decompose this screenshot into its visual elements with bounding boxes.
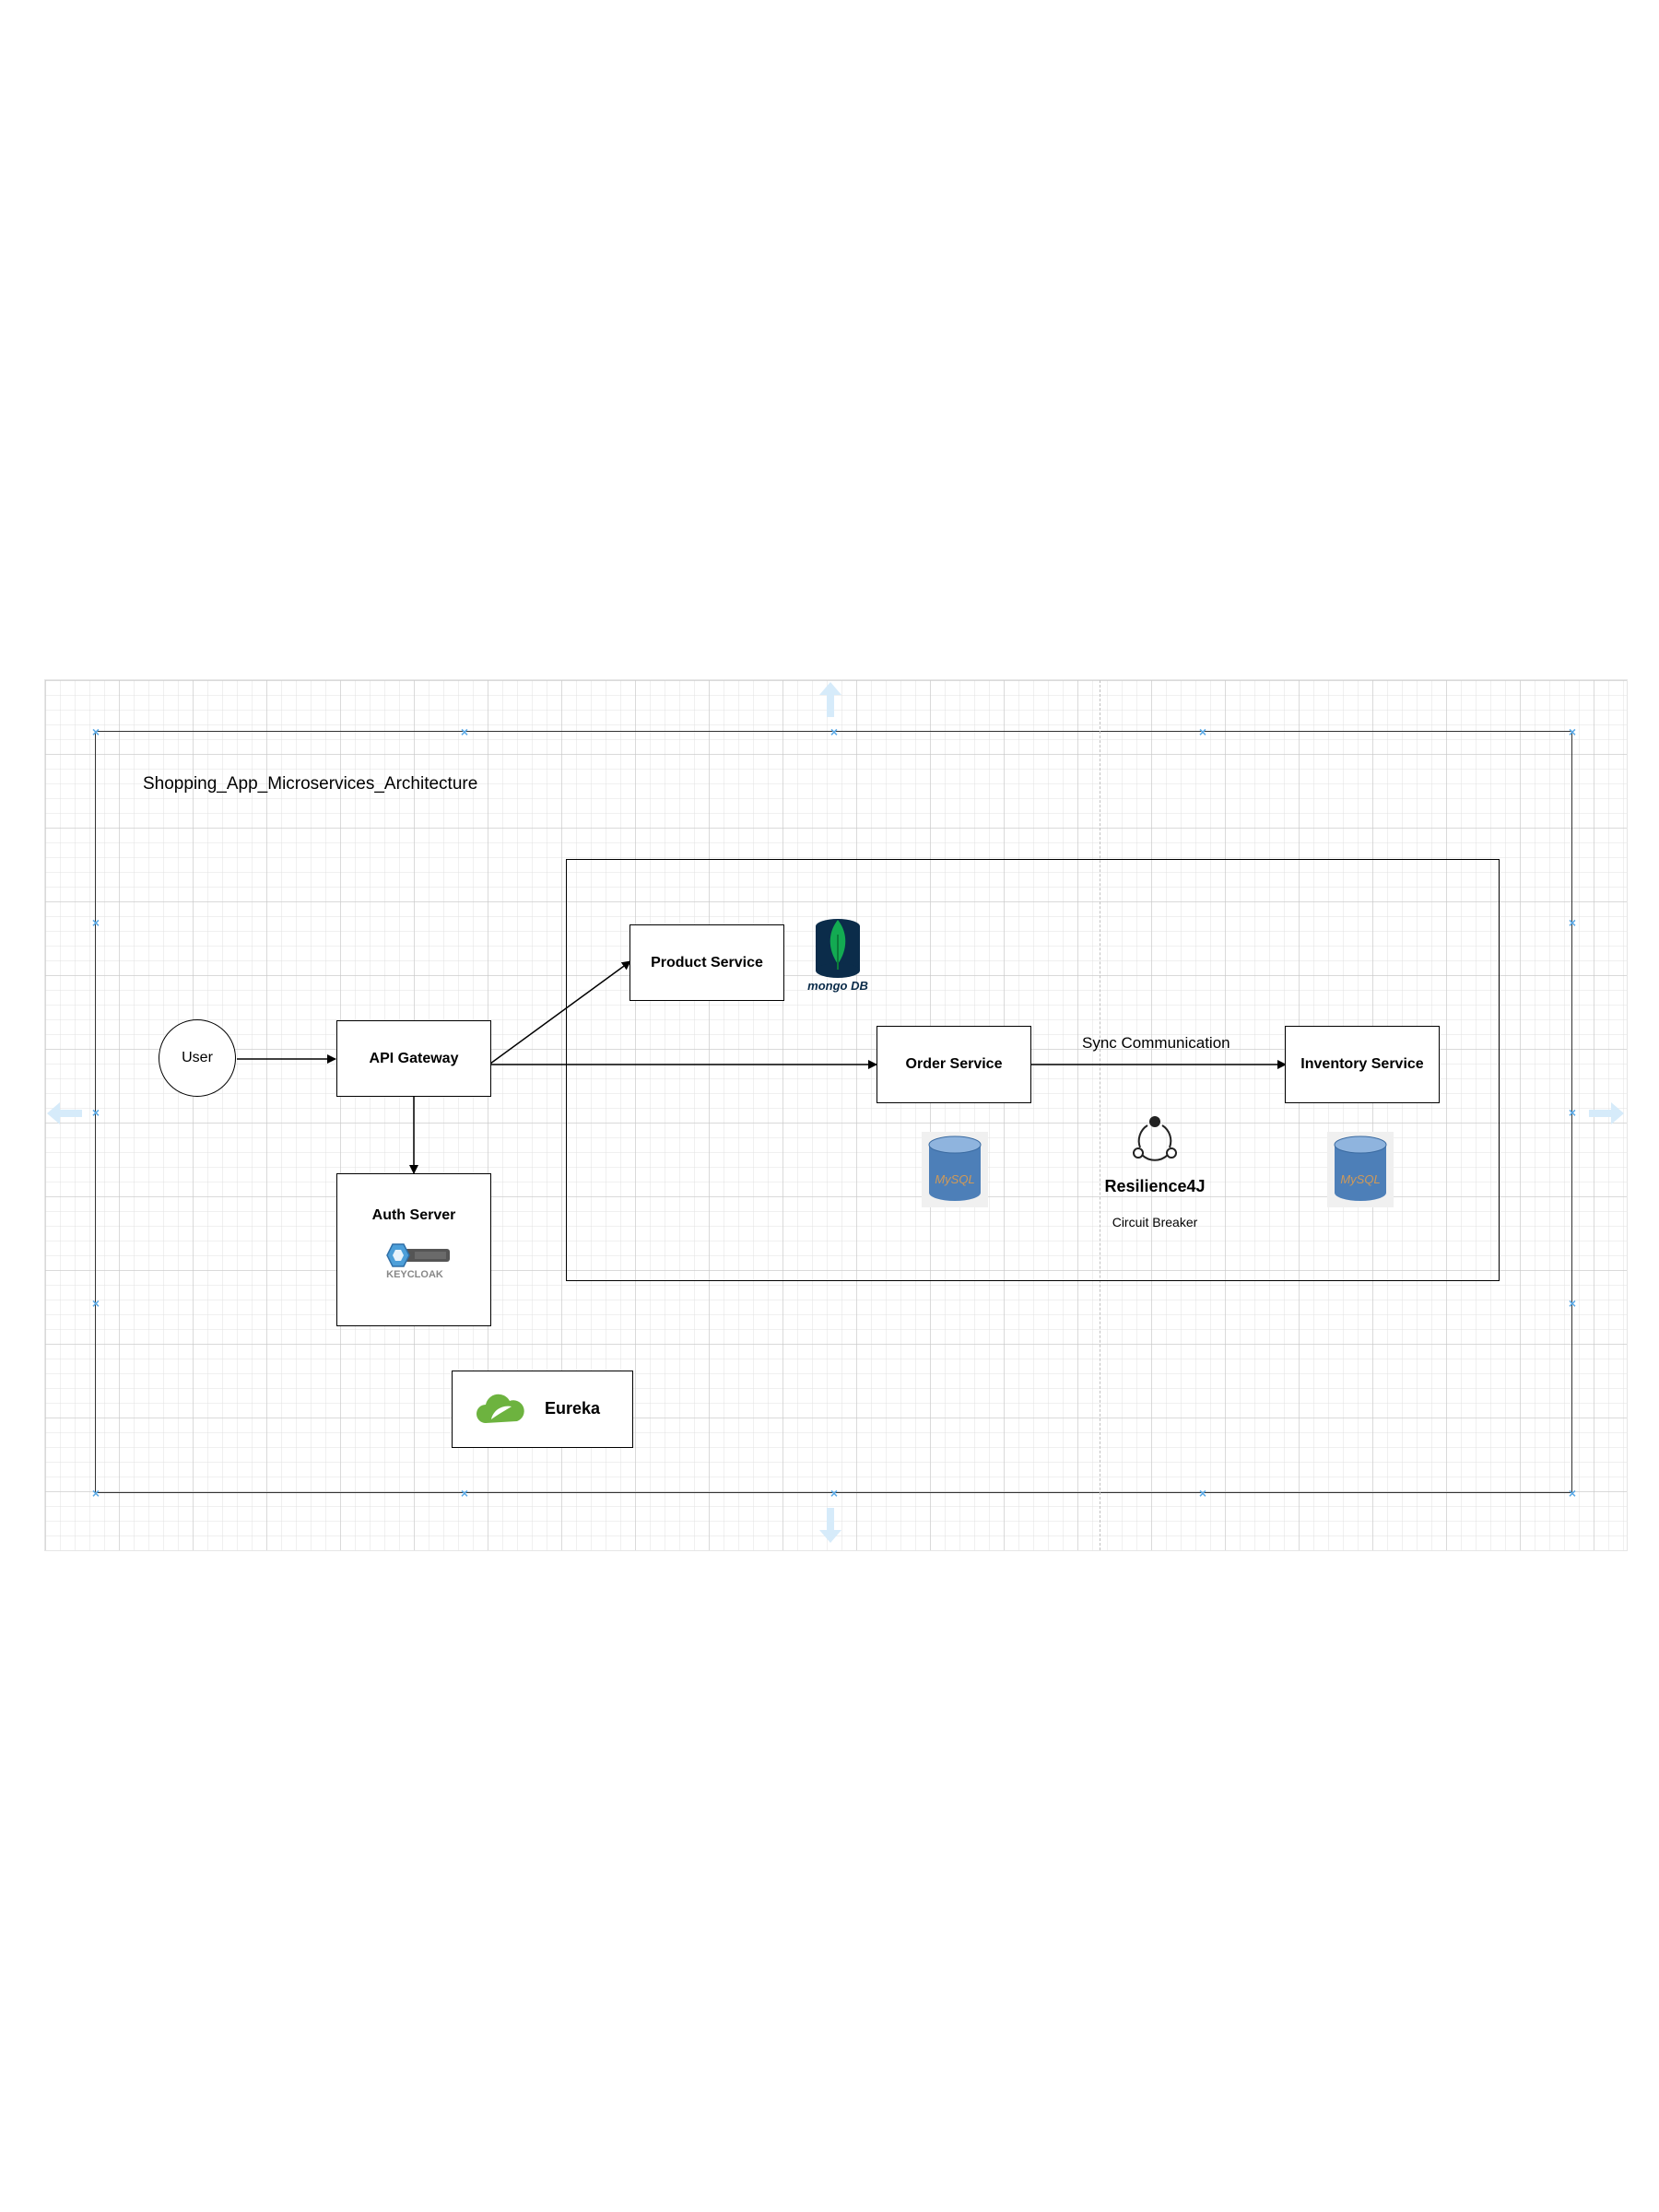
arrow-up-icon[interactable] [817, 680, 844, 719]
resize-handle[interactable]: × [460, 1486, 469, 1500]
resize-handle[interactable]: × [91, 1105, 100, 1120]
auth-server-node[interactable]: Auth Server KEYCLOAK [336, 1173, 491, 1326]
arrow-down-icon[interactable] [817, 1506, 844, 1545]
resize-handle[interactable]: × [1568, 1296, 1577, 1311]
resize-handle[interactable]: × [1568, 915, 1577, 930]
mysql-database-icon: MySQL [1327, 1132, 1394, 1207]
sync-communication-label: Sync Communication [1082, 1034, 1230, 1052]
services-container[interactable] [566, 859, 1500, 1281]
resize-handle[interactable]: × [91, 1296, 100, 1311]
resilience4j-title: Resilience4J [1104, 1177, 1206, 1195]
order-service-node[interactable]: Order Service [877, 1026, 1031, 1103]
product-service-label: Product Service [651, 954, 763, 971]
eureka-node[interactable]: Eureka [452, 1371, 633, 1448]
resize-handle[interactable]: × [1568, 1105, 1577, 1120]
mongodb-logo-text: mongo DB [807, 979, 868, 993]
connectors [237, 960, 1287, 1174]
mongodb-logo-icon: mongo DB [807, 919, 868, 993]
resize-handle[interactable]: × [91, 724, 100, 739]
product-service-node[interactable]: Product Service [629, 924, 784, 1001]
keycloak-logo-icon: KEYCLOAK [386, 1243, 450, 1279]
api-gateway-node[interactable]: API Gateway [336, 1020, 491, 1097]
api-gateway-label: API Gateway [369, 1050, 459, 1066]
inventory-service-node[interactable]: Inventory Service [1285, 1026, 1440, 1103]
resize-handle[interactable]: × [1198, 724, 1207, 739]
arrow-right-icon[interactable] [1587, 1100, 1626, 1127]
diagram-title: Shopping_App_Microservices_Architecture [143, 774, 478, 794]
diagram-canvas[interactable]: × × × × × × × × × × × × × × × × Shopping… [44, 679, 1628, 1551]
eureka-label: Eureka [545, 1399, 601, 1418]
resize-handle[interactable]: × [91, 915, 100, 930]
spring-cloud-icon [477, 1394, 524, 1423]
resize-handle[interactable]: × [830, 724, 839, 739]
inventory-service-label: Inventory Service [1300, 1056, 1424, 1072]
resize-handle[interactable]: × [460, 724, 469, 739]
user-label: User [182, 1050, 213, 1065]
keycloak-logo-text: KEYCLOAK [386, 1269, 443, 1279]
selection-frame[interactable] [95, 731, 1572, 1493]
auth-server-label: Auth Server [371, 1207, 456, 1223]
arrow-left-icon[interactable] [45, 1100, 84, 1127]
edge-gateway-to-product [489, 960, 631, 1065]
resize-handle[interactable]: × [830, 1486, 839, 1500]
mysql-logo-text: MySQL [1340, 1172, 1380, 1186]
mysql-database-icon: MySQL [922, 1132, 988, 1207]
resize-handle[interactable]: × [1568, 1486, 1577, 1500]
resize-handle[interactable]: × [1198, 1486, 1207, 1500]
user-node[interactable]: User [159, 1019, 236, 1097]
resilience4j-icon [1133, 1116, 1177, 1161]
resilience4j-subtitle: Circuit Breaker [1112, 1215, 1198, 1230]
resize-handle[interactable]: × [91, 1486, 100, 1500]
resize-handle[interactable]: × [1568, 724, 1577, 739]
mysql-logo-text: MySQL [935, 1172, 974, 1186]
order-service-label: Order Service [905, 1056, 1003, 1072]
